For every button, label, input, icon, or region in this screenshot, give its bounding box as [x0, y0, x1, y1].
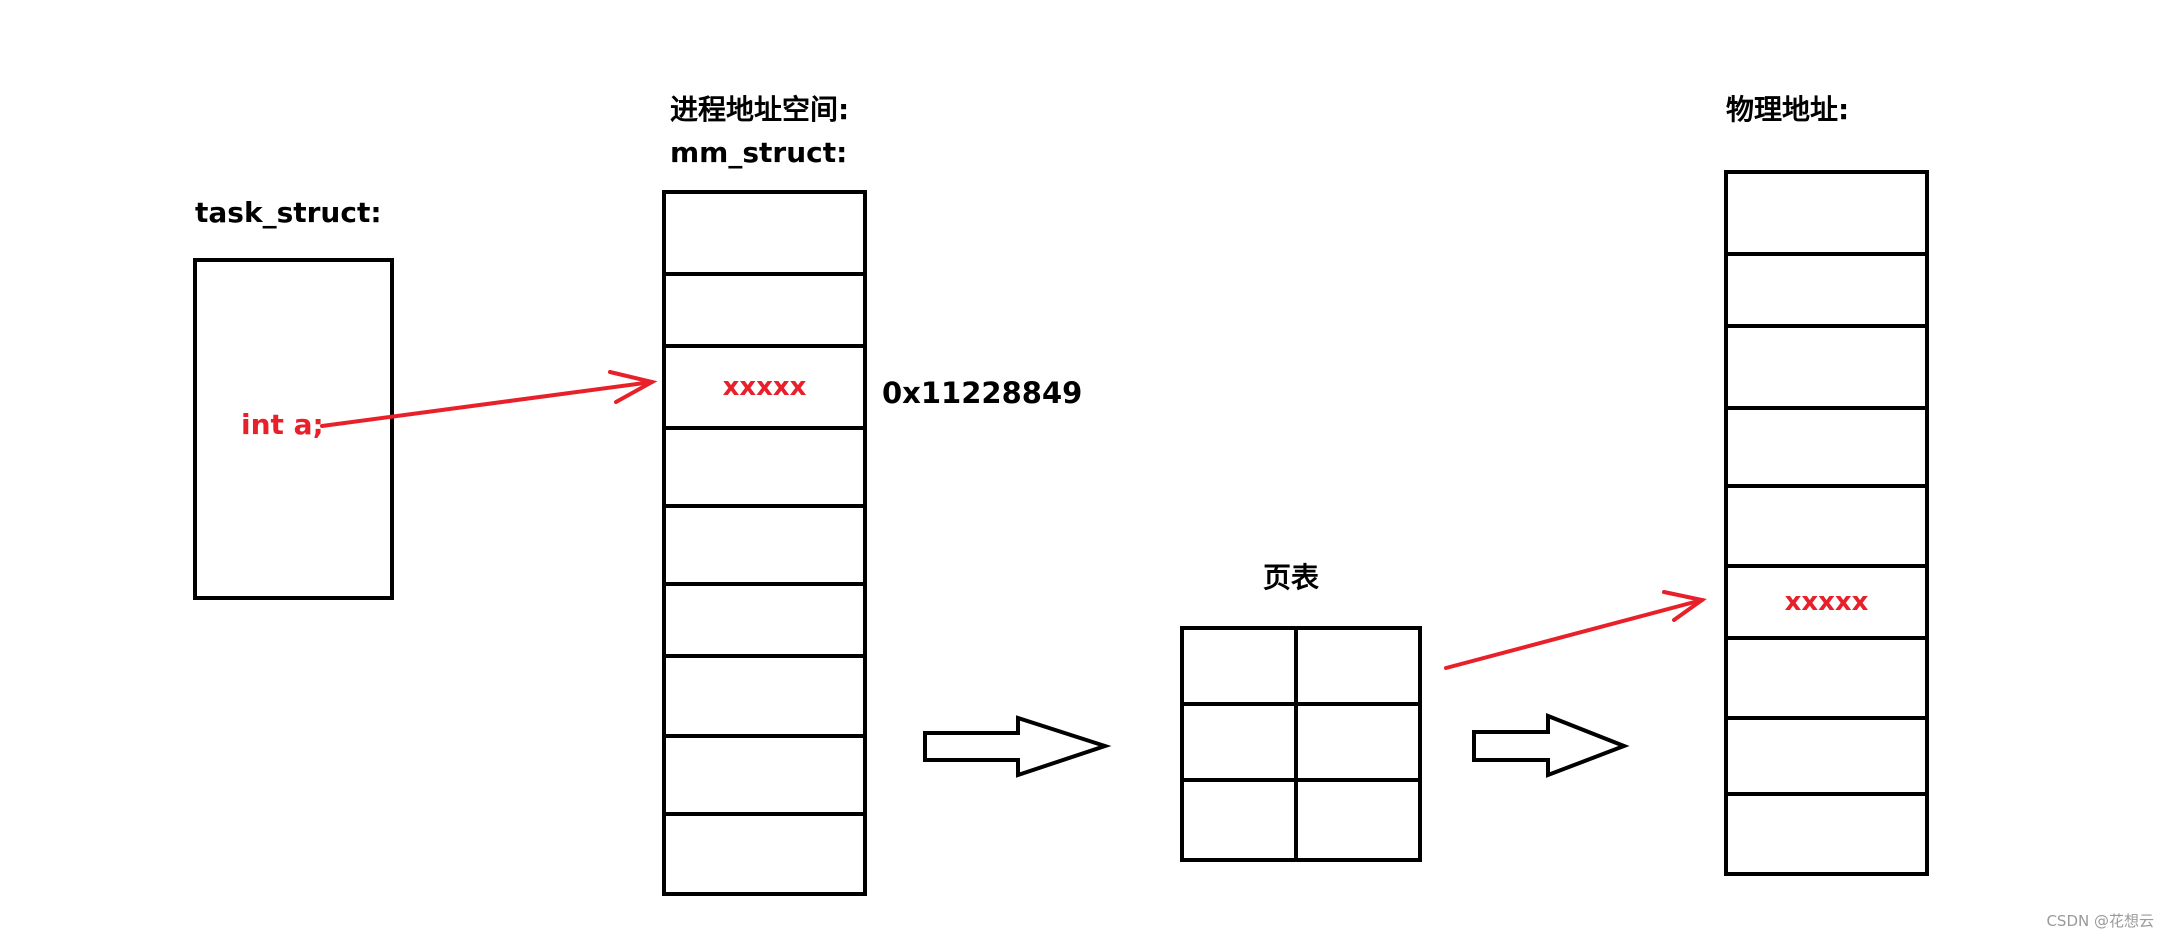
flow-arrow-to-physical [1472, 713, 1630, 778]
page-table-label: 页表 [1263, 561, 1320, 594]
physical-memory-cell [1728, 174, 1925, 256]
virtual-memory-cell [666, 586, 863, 658]
physical-memory-cell [1728, 488, 1925, 568]
flow-arrow-to-page-table [923, 715, 1112, 778]
virtual-address-value: 0x11228849 [882, 376, 1083, 410]
physical-memory-cell [1728, 640, 1925, 720]
page-table-grid [1180, 626, 1422, 862]
physical-memory-cell [1728, 256, 1925, 328]
physical-address-label: 物理地址: [1726, 93, 1850, 126]
mm-struct-label: mm_struct: [670, 136, 848, 169]
page-table-entry [1184, 706, 1299, 782]
variable-declaration: int a; [241, 408, 324, 441]
physical-memory-cell [1728, 410, 1925, 488]
virtual-memory-cell: xxxxx [666, 348, 863, 430]
page-table-entry [1184, 782, 1299, 858]
physical-memory-cell [1728, 328, 1925, 410]
mapping-arrow-physical [1444, 590, 1707, 670]
physical-memory-cell [1728, 720, 1925, 796]
page-table-entry [1298, 782, 1418, 858]
virtual-memory-cell [666, 508, 863, 586]
virtual-memory-cell [666, 194, 863, 276]
physical-memory-cell [1728, 796, 1925, 876]
address-space-label: 进程地址空间: [670, 93, 850, 126]
virtual-memory-cell [666, 738, 863, 816]
task-struct-label: task_struct: [195, 196, 382, 229]
physical-memory-cell: xxxxx [1728, 568, 1925, 640]
virtual-memory-cell [666, 276, 863, 348]
virtual-memory-cell [666, 430, 863, 508]
physical-memory-stack: xxxxx [1724, 170, 1929, 876]
page-table-entry [1184, 630, 1299, 706]
virtual-address-space-stack: xxxxx [662, 190, 867, 896]
page-table-entry [1298, 706, 1418, 782]
virtual-memory-cell [666, 816, 863, 896]
page-table-entry [1298, 630, 1418, 706]
watermark: CSDN @花想云 [2046, 912, 2154, 930]
virtual-memory-cell [666, 658, 863, 738]
task-struct-box [193, 258, 394, 600]
